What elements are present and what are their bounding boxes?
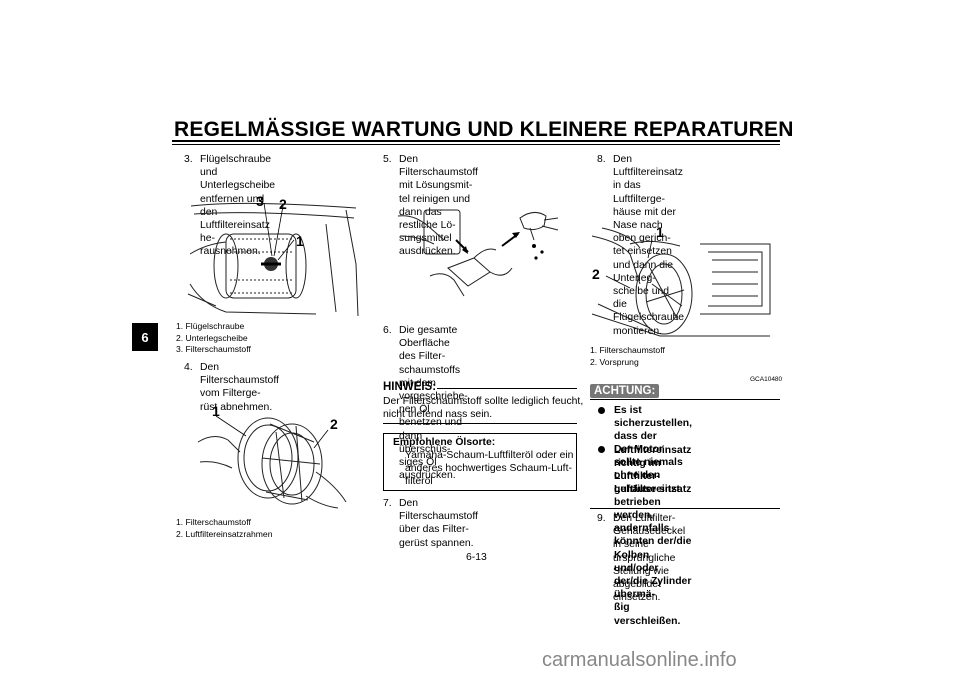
step-line: tet einsetzen und dann die Unterleg- xyxy=(613,246,674,284)
step-number: 7. xyxy=(383,498,392,509)
caption-line: 1. Filterschaumstoff xyxy=(176,517,251,527)
hinweis-rule xyxy=(437,388,577,389)
step-line: Den Luftfilter-Gehäusedeckel in seine xyxy=(613,513,686,551)
oil-spec-box xyxy=(383,433,577,491)
step-number: 5. xyxy=(383,154,392,165)
step-number: 6. xyxy=(383,325,392,336)
bullet-dot xyxy=(598,446,605,453)
callout-label: 2 xyxy=(592,266,600,282)
bullet-line: und/oder der/die Zylinder übermä- xyxy=(614,562,692,601)
header-rule xyxy=(172,140,780,142)
achtung-end-rule xyxy=(590,508,780,509)
bullet-line: gehäuse sitzt. xyxy=(614,484,683,496)
callout-label: 2 xyxy=(330,416,338,432)
step-line: Den Filterschaumstoff über das Filter- xyxy=(399,498,478,536)
step-line: sungsmittel ausdrücken. xyxy=(399,233,456,258)
oil-spec-text: Yamaha-Schaum-Luftfilteröl oder ein ande… xyxy=(405,449,573,489)
filter-foam-removal-illustration xyxy=(197,415,347,509)
oil-spec-line: anderes hochwertiges Schaum-Luft- xyxy=(405,463,572,475)
step-line: Die gesamte Oberfläche des Filter- xyxy=(399,325,458,363)
step-number: 3. xyxy=(184,154,193,165)
achtung-badge: ACHTUNG: xyxy=(590,384,660,398)
step-line: rüst abnehmen. xyxy=(200,401,273,413)
page-title: REGELMÄSSIGE WARTUNG UND KLEINERE REPARA… xyxy=(174,118,794,141)
step-line: nen Öl benetzen und dann überschüs- xyxy=(399,404,462,455)
oil-spec-title: Empfohlene Ölsorte: xyxy=(393,437,496,448)
step-line: Flügelschraube und Unterlegscheibe xyxy=(200,154,276,192)
bullet-line: Es ist sicherzustellen, dass der xyxy=(614,405,692,443)
watermark: carmanualsonline.info xyxy=(542,649,737,671)
step-line: ursprüngliche Stellung wie abgebildet xyxy=(613,552,676,591)
step-number: 9. xyxy=(597,513,606,524)
air-filter-removal-illustration xyxy=(187,202,359,317)
callout-label: 1 xyxy=(296,233,304,249)
achtung-rule xyxy=(590,399,780,400)
step-line: gerüst spannen. xyxy=(399,537,474,549)
step-line: Den Luftfiltereinsatz in das Luftfilterg… xyxy=(613,154,683,205)
callout-label: 1 xyxy=(212,403,220,419)
caption-line: 2. Luftfiltereinsatzrahmen xyxy=(176,528,273,539)
caption-line: 2. Unterlegscheibe xyxy=(176,332,248,343)
step-line: entfernen und den Luftfiltereinsatz he- xyxy=(200,193,270,245)
hinweis-line: Der Filterschaumstoff sollte lediglich f… xyxy=(383,396,584,407)
caption-line: 2. Vorsprung xyxy=(590,356,639,367)
figure-caption: 1. Flügelschraube 2. Unterlegscheibe 3. … xyxy=(176,321,251,356)
figure-caption: 1. Filterschaumstoff 2. Vorsprung xyxy=(590,345,665,368)
bullet-dot xyxy=(598,407,605,414)
step-number: 4. xyxy=(184,362,193,373)
cleaning-filter-illustration xyxy=(397,209,559,297)
step-number: 8. xyxy=(597,154,606,165)
bullet-line: Luftfiltereinsatz richtig im Luftfilter- xyxy=(614,444,692,483)
bullet-line: ßig verschleißen. xyxy=(614,602,681,627)
bullet-line: Luftfiltereinsatz betrieben werden, xyxy=(614,483,692,522)
bullet-line: Der Motor sollte niemals ohne den xyxy=(614,444,683,482)
hinweis-text: Der Filterschaumstoff sollte lediglich f… xyxy=(383,395,583,421)
page-number: 6-13 xyxy=(466,552,487,563)
callout-label: 1 xyxy=(656,224,664,240)
warning-code: GCA10480 xyxy=(750,376,783,383)
oil-spec-line: filteröl xyxy=(405,476,433,488)
caption-line: 1. Filterschaumstoff xyxy=(590,345,665,355)
caption-line: 1. Flügelschraube xyxy=(176,321,245,331)
callout-label: 2 xyxy=(279,196,287,212)
hinweis-title: HINWEIS: xyxy=(383,381,437,393)
step-line: Den Filterschaumstoff mit Lösungsmit- xyxy=(399,154,478,192)
callout-label: 3 xyxy=(256,193,264,209)
step-line: siges Öl ausdrücken. xyxy=(399,457,456,482)
figure-caption: 1. Filterschaumstoff 2. Luftfiltereinsat… xyxy=(176,517,273,540)
header-rule-thin xyxy=(172,144,780,145)
step-line: scheibe und die Flügelschraube xyxy=(613,286,685,324)
hinweis-line: nicht triefend nass sein. xyxy=(383,409,493,421)
filter-installation-illustration xyxy=(591,227,771,337)
oil-spec-line: Yamaha-Schaum-Luftfilteröl oder ein xyxy=(405,450,574,461)
caption-line: 3. Filterschaumstoff xyxy=(176,344,251,354)
step-line: einsetzen. xyxy=(613,592,661,604)
bullet-line: andernfalls könnten der/die Kolben xyxy=(614,523,692,561)
step-line: schaumstoffs mit dem vorgeschriebe- xyxy=(399,364,468,403)
step-line: Den Filterschaumstoff vom Filterge- xyxy=(200,362,279,400)
chapter-tab: 6 xyxy=(132,323,158,351)
step-line: montieren. xyxy=(613,325,663,337)
step-line: häuse mit der Nase nach oben gerich- xyxy=(613,206,676,245)
hinweis-end-rule xyxy=(383,423,577,424)
